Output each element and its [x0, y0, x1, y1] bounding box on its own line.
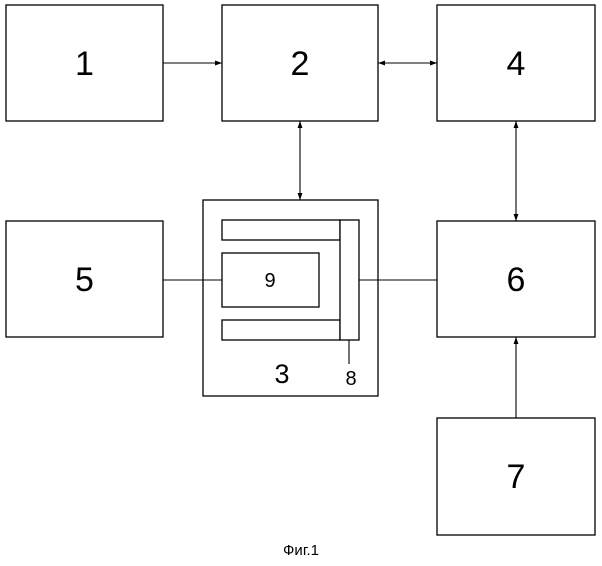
block-2: 2 [222, 5, 378, 121]
block-5-label: 5 [75, 261, 94, 299]
block-7: 7 [437, 418, 595, 535]
block-6: 6 [437, 221, 595, 337]
block-1: 1 [6, 5, 163, 121]
block-1-label: 1 [75, 45, 94, 83]
block-2-label: 2 [291, 45, 310, 83]
element-9-label: 9 [264, 270, 275, 292]
block-4-label: 4 [507, 45, 526, 83]
element-8-label: 8 [345, 368, 356, 390]
element-9: 9 [222, 253, 319, 307]
figure-caption: Фиг.1 [283, 542, 319, 559]
block-6-label: 6 [507, 261, 526, 299]
block-3-label: 3 [274, 359, 289, 389]
block-7-label: 7 [507, 458, 526, 496]
block-4: 4 [437, 5, 595, 121]
block-5: 5 [6, 221, 163, 337]
